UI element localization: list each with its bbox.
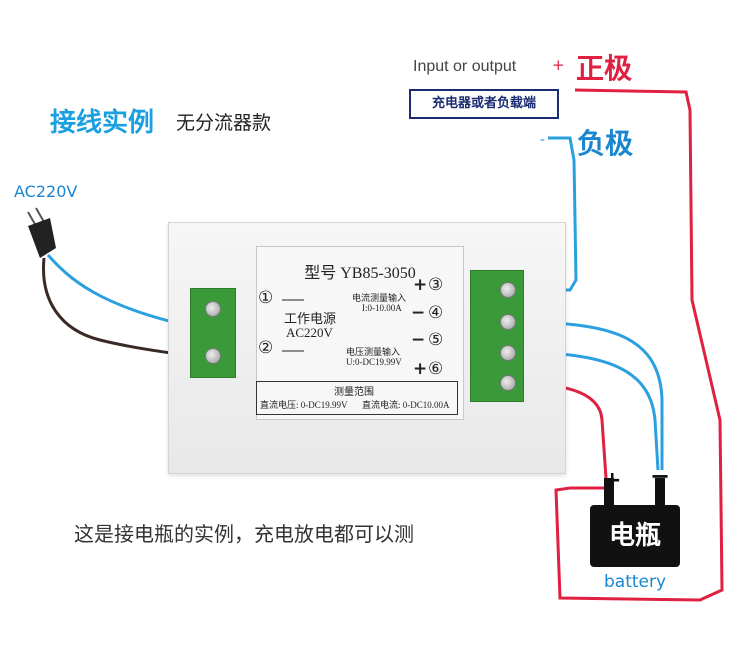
- ac-power-label: AC220V: [14, 182, 78, 201]
- work-power-label: 工作电源: [284, 311, 337, 326]
- io-plus-sign: +: [552, 56, 565, 74]
- battery-name: 电瓶: [608, 521, 661, 551]
- ac-plug-icon: [27, 207, 56, 258]
- positive-wire: [554, 88, 724, 602]
- terminal-4-sign: −: [411, 303, 426, 323]
- terminal-5-sign: −: [411, 330, 426, 350]
- ac-wire-brown: [42, 257, 189, 358]
- terminal-3-sign: +: [413, 275, 428, 295]
- terminal-6-number: ⑥: [428, 359, 444, 379]
- battery-label: battery: [604, 572, 667, 592]
- page-subtitle: 无分流器款: [176, 112, 272, 134]
- caption-text: 这是接电瓶的实例，充电放电都可以测: [74, 522, 414, 546]
- screw-icon: [205, 301, 221, 317]
- device-model: 型号 YB85-3050: [304, 265, 416, 282]
- range-current: 直流电流: 0-DC10.00A: [362, 400, 450, 410]
- positive-pole-label: 正极: [576, 52, 633, 85]
- battery-icon: [590, 505, 680, 567]
- screw-icon: [500, 282, 516, 298]
- io-label: Input or output: [413, 58, 517, 75]
- ac-wire-blue: [46, 254, 186, 327]
- work-voltage-label: AC220V: [286, 325, 333, 340]
- screw-icon: [500, 375, 516, 391]
- terminal-6-sign: +: [413, 359, 428, 379]
- range-title: 测量范围: [334, 387, 374, 398]
- measurement-range-box: [256, 381, 458, 415]
- negative-pole-label: 负极: [577, 127, 634, 160]
- charger-load-box: 充电器或者负载端: [409, 89, 559, 119]
- terminal-3-number: ③: [428, 275, 444, 295]
- current-range-label: I:0-10.00A: [362, 303, 402, 313]
- screw-icon: [500, 345, 516, 361]
- terminal-2-number: ②: [258, 338, 274, 358]
- page-title: 接线实例: [50, 108, 155, 138]
- voltage-range-label: U:0-DC19.99V: [346, 357, 402, 367]
- terminal-1-number: ①: [258, 288, 274, 308]
- current-input-label: 电流测量输入: [352, 293, 407, 303]
- io-minus-sign: -: [540, 132, 546, 148]
- battery-minus-sign: −: [650, 462, 671, 490]
- terminal-4-number: ④: [428, 303, 444, 323]
- terminal-bracket: [282, 299, 304, 352]
- terminal-5-number: ⑤: [428, 330, 444, 350]
- screw-icon: [205, 348, 221, 364]
- screw-icon: [500, 314, 516, 330]
- voltage-input-label: 电压测量输入: [346, 347, 401, 357]
- device-label-panel: [256, 246, 464, 420]
- range-voltage: 直流电压: 0-DC19.99V: [260, 400, 348, 410]
- battery-plus-sign: +: [603, 468, 622, 493]
